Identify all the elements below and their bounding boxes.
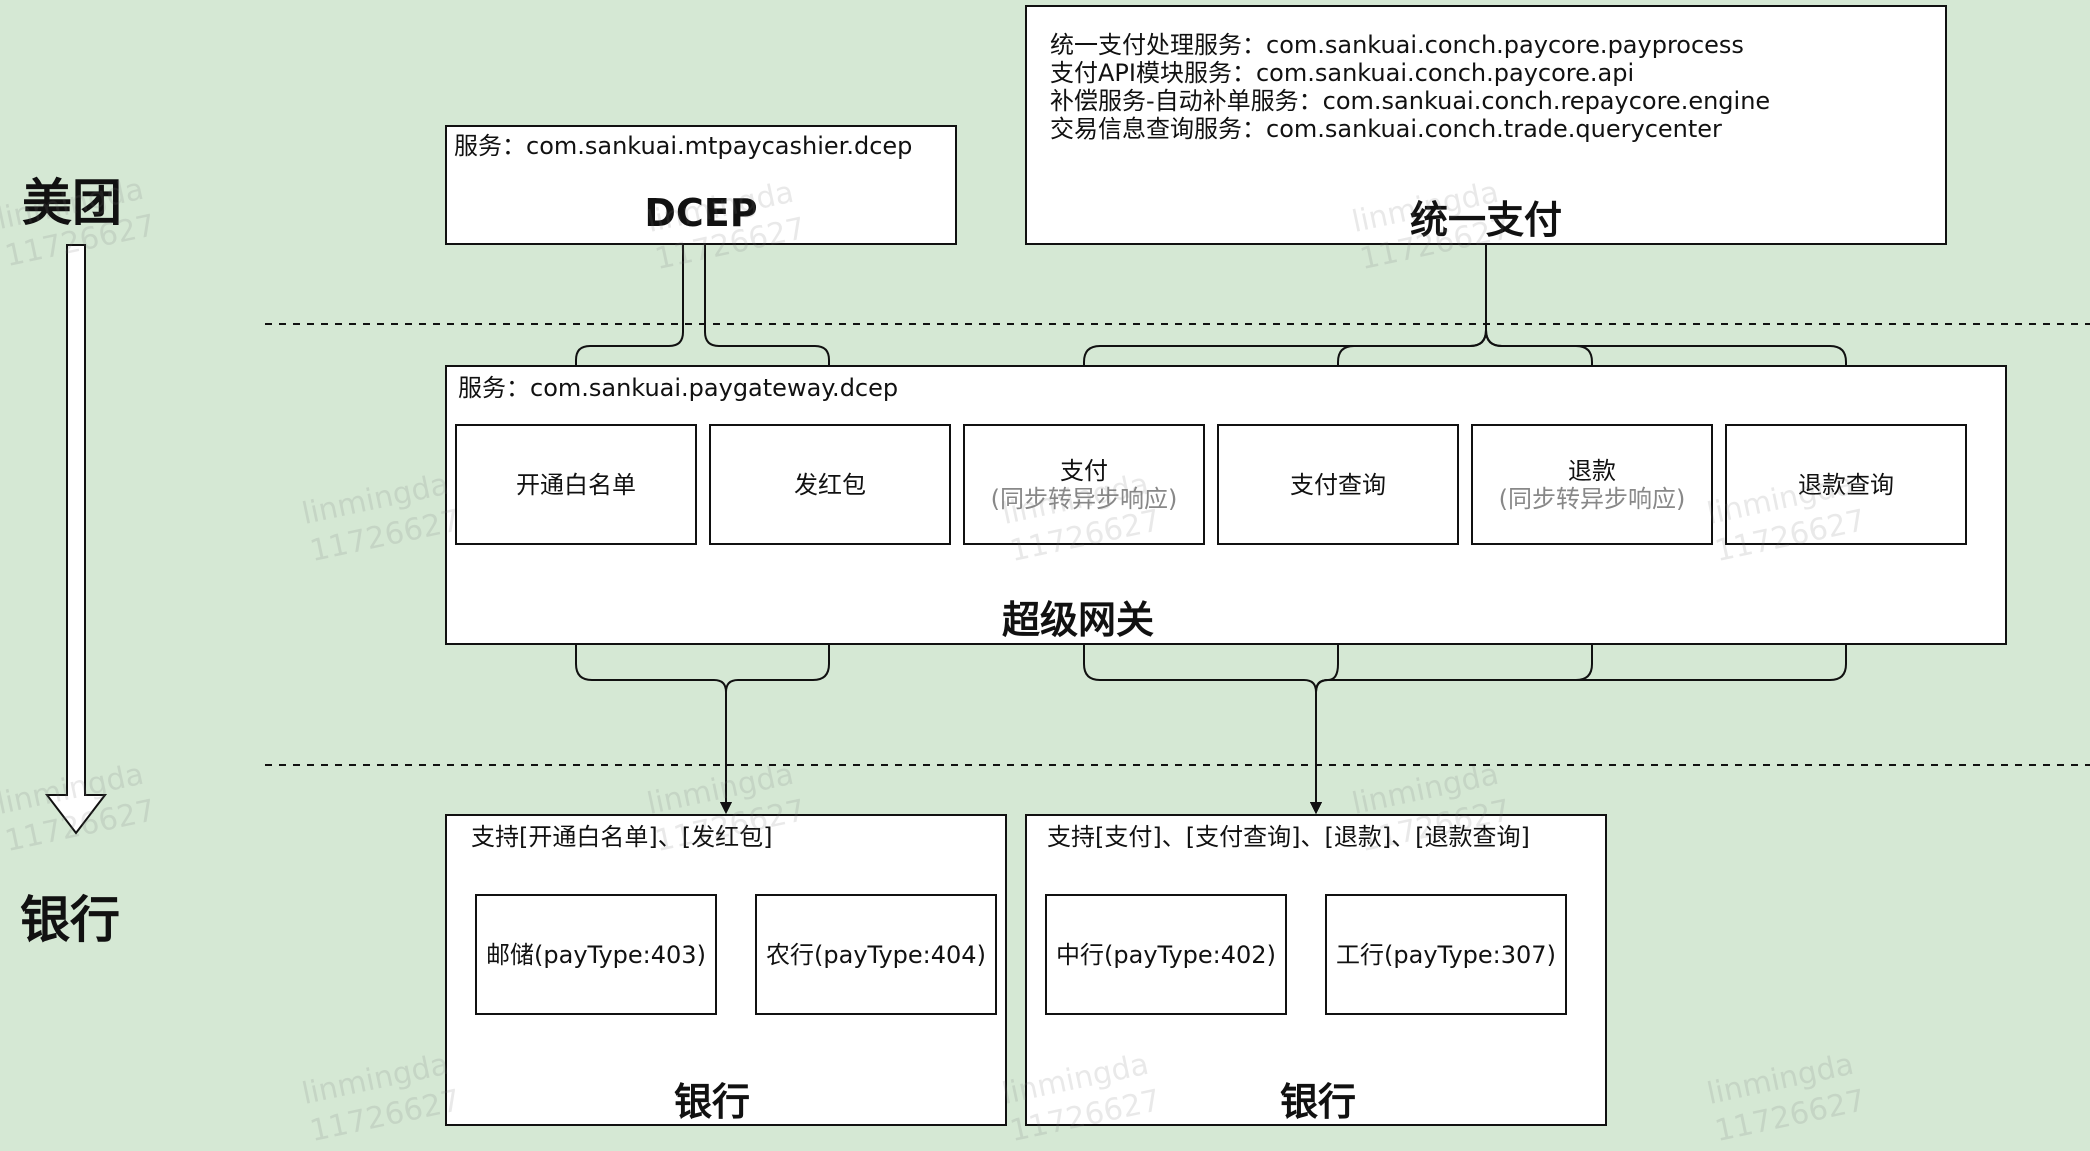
gateway-item-label: 发红包 bbox=[794, 470, 866, 499]
unified-service-0: 统一支付处理服务：com.sankuai.conch.paycore.paypr… bbox=[1050, 31, 1744, 59]
gateway-item-redpacket: 发红包 bbox=[709, 424, 951, 545]
side-label-meituan: 美团 bbox=[22, 174, 122, 232]
bank-label: 中行(payType:402) bbox=[1056, 940, 1276, 969]
gateway-item-sublabel: (同步转异步响应) bbox=[990, 484, 1178, 513]
gateway-item-label: 退款查询 bbox=[1798, 470, 1894, 499]
bank-boc: 中行(payType:402) bbox=[1045, 894, 1287, 1015]
gateway-item-sublabel: (同步转异步响应) bbox=[1498, 484, 1686, 513]
bank-psbc: 邮储(payType:403) bbox=[475, 894, 717, 1015]
gateway-service: 服务：com.sankuai.paygateway.dcep bbox=[458, 374, 899, 402]
bank-left-support: 支持[开通白名单]、[发红包] bbox=[471, 823, 773, 851]
bank-abc: 农行(payType:404) bbox=[755, 894, 997, 1015]
gateway-item-label: 支付 bbox=[1060, 456, 1108, 485]
gateway-item-refundquery: 退款查询 bbox=[1725, 424, 1967, 545]
dcep-service: 服务：com.sankuai.mtpaycashier.dcep bbox=[454, 132, 913, 160]
gateway-item-payquery: 支付查询 bbox=[1217, 424, 1459, 545]
dcep-box: 服务：com.sankuai.mtpaycashier.dcep DCEP bbox=[445, 125, 957, 245]
bank-label: 工行(payType:307) bbox=[1336, 940, 1556, 969]
gateway-item-label: 支付查询 bbox=[1290, 470, 1386, 499]
bank-right-title: 银行 bbox=[1279, 1080, 1356, 1124]
gateway-title: 超级网关 bbox=[1001, 598, 1154, 642]
gateway-item-label: 开通白名单 bbox=[516, 470, 636, 499]
edge-redpacket-bank bbox=[720, 545, 830, 814]
edge-dcep-redpacket bbox=[704, 245, 835, 424]
edge-pay-bank bbox=[1083, 545, 1322, 814]
flow-arrow-down bbox=[44, 244, 108, 835]
bank-left-title: 银行 bbox=[673, 1080, 750, 1124]
edge-unified-payquery bbox=[1332, 245, 1487, 424]
edge-whitelist-bank bbox=[575, 545, 732, 814]
gateway-item-refund: 退款 (同步转异步响应) bbox=[1471, 424, 1713, 545]
edge-refundquery-bank bbox=[1310, 545, 1847, 814]
bank-right-support: 支持[支付]、[支付查询]、[退款]、[退款查询] bbox=[1047, 823, 1530, 851]
gateway-item-whitelist: 开通白名单 bbox=[455, 424, 697, 545]
edge-dcep-whitelist bbox=[570, 245, 684, 424]
unified-service-2: 补偿服务-自动补单服务：com.sankuai.conch.repaycore.… bbox=[1050, 87, 1771, 115]
gateway-item-pay: 支付 (同步转异步响应) bbox=[963, 424, 1205, 545]
unified-payment-box: 统一支付处理服务：com.sankuai.conch.paycore.paypr… bbox=[1025, 5, 1947, 245]
unified-service-1: 支付API模块服务：com.sankuai.conch.paycore.api bbox=[1050, 59, 1635, 87]
unified-service-3: 交易信息查询服务：com.sankuai.conch.trade.queryce… bbox=[1050, 115, 1722, 143]
bank-label: 邮储(payType:403) bbox=[486, 940, 706, 969]
bank-label: 农行(payType:404) bbox=[766, 940, 986, 969]
unified-title: 统一支付 bbox=[1409, 198, 1562, 242]
edge-unified-refundquery bbox=[1485, 245, 1852, 424]
dcep-title: DCEP bbox=[644, 191, 758, 235]
side-label-bank: 银行 bbox=[20, 891, 120, 949]
gateway-item-label: 退款 bbox=[1568, 456, 1616, 485]
bank-icbc: 工行(payType:307) bbox=[1325, 894, 1567, 1015]
